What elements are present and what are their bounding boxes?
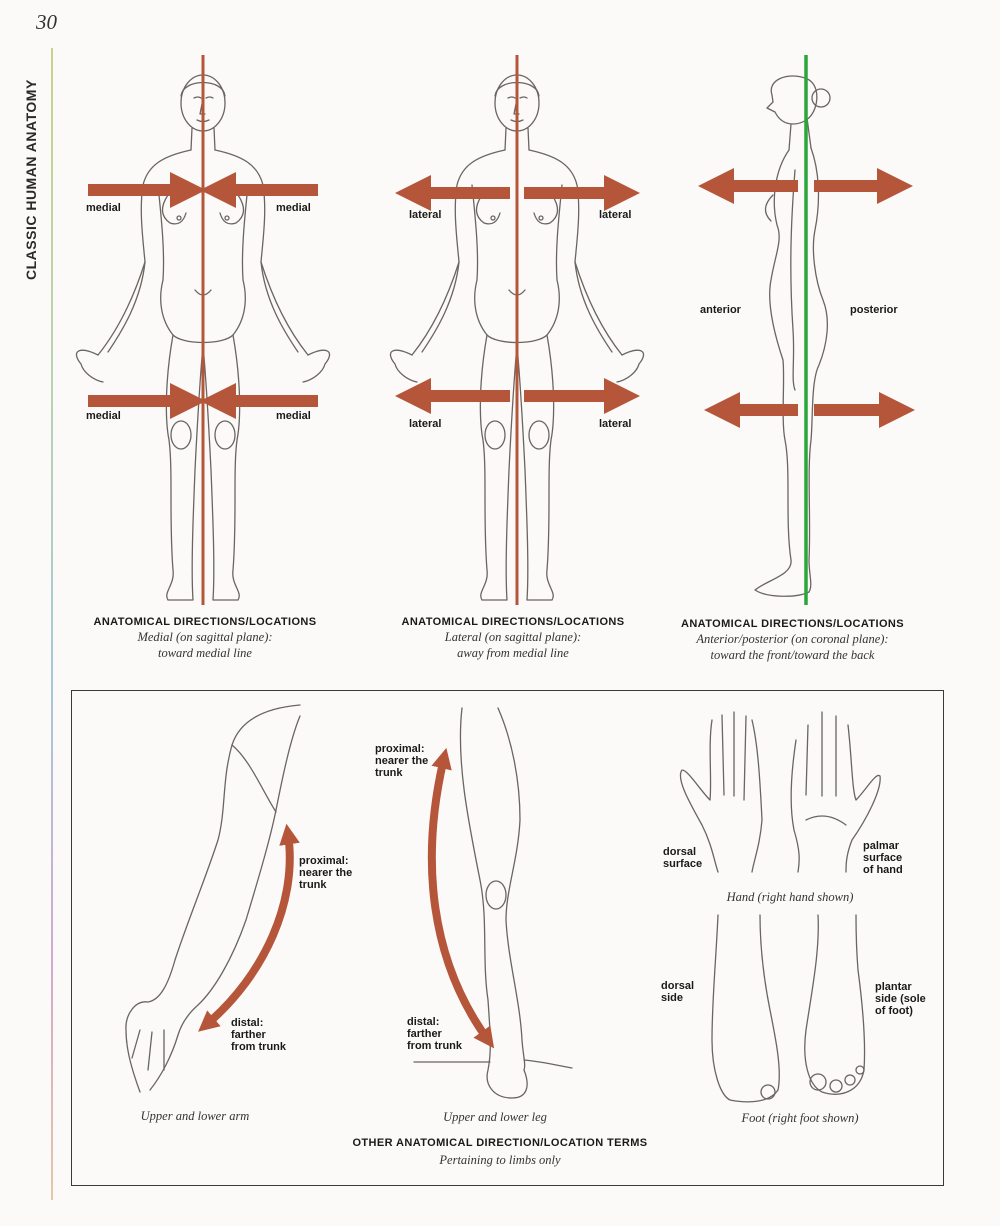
arm-proximal-line2: nearer the (299, 867, 353, 879)
label-medial-upper-right: medial (276, 202, 311, 214)
label-lateral-lower-right: lateral (599, 418, 632, 430)
label-anterior: anterior (700, 304, 741, 316)
hand-palmar-line3: of hand (863, 864, 903, 876)
foot-dorsal-line1: dorsal (661, 980, 695, 992)
label-medial-lower-right: medial (276, 410, 311, 422)
anatomical-figures-drawing (75, 55, 915, 605)
caption-lateral-line2: away from medial line (457, 646, 569, 660)
foot-dorsal-line2: side (661, 992, 684, 1004)
page-number: 30 (36, 10, 57, 34)
hand-dorsal-line2: surface (663, 858, 703, 870)
caption-title-medial: ANATOMICAL DIRECTIONS/LOCATIONS (93, 616, 317, 628)
leg-proximal-label: proximal: nearer the trunk (375, 743, 428, 779)
arm-distal-line3: from trunk (231, 1041, 286, 1053)
arm-proximal-label: proximal: nearer the trunk (299, 855, 352, 891)
label-lateral-upper-right: lateral (599, 209, 632, 221)
leg-distal-line3: from trunk (407, 1040, 462, 1052)
arm-distal-label: distal: farther from trunk (231, 1017, 286, 1053)
caption-leg: Upper and lower leg (443, 1110, 547, 1124)
arm-distal-line1: distal: (231, 1017, 264, 1029)
label-medial-lower-left: medial (86, 410, 121, 422)
hand-palmar-line2: surface (863, 852, 903, 864)
foot-dorsal-label: dorsal side (661, 980, 694, 1004)
hand-palmar-label: palmar surface of hand (863, 840, 903, 876)
caption-foot: Foot (right foot shown) (741, 1111, 859, 1125)
leg-proximal-line3: trunk (375, 767, 403, 779)
female-figure-side (754, 75, 831, 597)
caption-arm: Upper and lower arm (140, 1109, 250, 1123)
arm-proximal-line1: proximal: (299, 855, 349, 867)
caption-medial-line2: toward medial line (158, 646, 252, 660)
caption-anterior-posterior-line1: Anterior/posterior (on coronal plane): (696, 632, 889, 646)
arm-distal-line2: farther (231, 1029, 266, 1041)
limb-box-subtitle: Pertaining to limbs only (439, 1153, 561, 1167)
label-medial-upper-left: medial (86, 202, 121, 214)
caption-hand: Hand (right hand shown) (726, 890, 854, 904)
leg-proximal-line2: nearer the (375, 755, 429, 767)
label-lateral-lower-left: lateral (409, 418, 442, 430)
leg-proximal-line1: proximal: (375, 743, 425, 755)
foot-plantar-line1: plantar (875, 981, 912, 993)
arm-proximal-line3: trunk (299, 879, 327, 891)
foot-plantar-line3: of foot) (875, 1005, 913, 1017)
leg-distal-label: distal: farther from trunk (407, 1016, 462, 1052)
label-posterior: posterior (850, 304, 898, 316)
caption-anterior-posterior-line2: toward the front/toward the back (710, 648, 875, 662)
limb-box-title: OTHER ANATOMICAL DIRECTION/LOCATION TERM… (352, 1137, 648, 1149)
margin-rule (51, 48, 53, 1200)
hand-dorsal-label: dorsal surface (663, 846, 702, 870)
caption-title-anterior-posterior: ANATOMICAL DIRECTIONS/LOCATIONS (680, 618, 905, 630)
hand-dorsal-line1: dorsal (663, 846, 697, 858)
leg-distal-line2: farther (407, 1028, 442, 1040)
leg-distal-line1: distal: (407, 1016, 440, 1028)
label-lateral-upper-left: lateral (409, 209, 442, 221)
foot-plantar-line2: side (sole (875, 993, 926, 1005)
caption-lateral-line1: Lateral (on sagittal plane): (444, 630, 582, 644)
hand-palmar-line1: palmar (863, 840, 900, 852)
caption-title-lateral: ANATOMICAL DIRECTIONS/LOCATIONS (401, 616, 625, 628)
foot-plantar-label: plantar side (sole of foot) (875, 981, 926, 1017)
limb-terms-box (71, 690, 944, 1186)
caption-medial-line1: Medial (on sagittal plane): (137, 630, 273, 644)
